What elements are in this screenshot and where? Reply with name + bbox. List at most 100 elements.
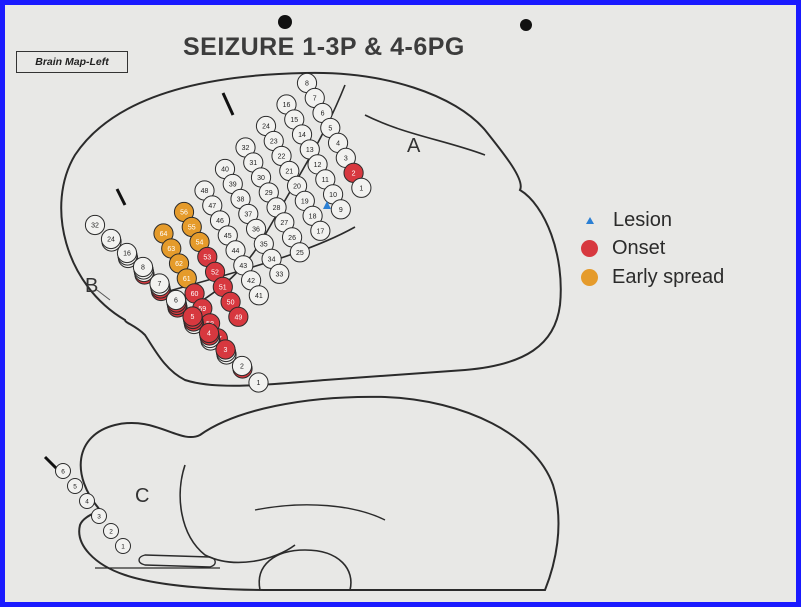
electrode-number: 23 [270,138,278,145]
region-label-b: B [85,275,98,298]
electrode-number: 6 [321,110,325,117]
electrode-number: 64 [160,231,168,238]
electrode-number: 41 [255,293,263,300]
electrode-number: 40 [221,167,229,174]
legend-item-early-spread: Early spread [581,266,724,289]
corpus-callosum [255,505,385,520]
electrode-number: 6 [61,469,65,476]
electrode-number: 35 [260,241,268,248]
electrode-number: 16 [283,102,291,109]
grid-a-electrode: 1 [352,178,371,197]
strip-c-electrode: 5 [68,479,83,494]
grid-b-electrode: 32 [85,215,104,234]
strip-c-electrode: 4 [80,494,95,509]
electrode-number: 1 [359,185,363,192]
electrode-number: 10 [329,192,337,199]
electrode-number: 36 [252,226,260,233]
grid-b-electrode: 8 [133,257,152,276]
strip-c-electrode: 6 [56,464,71,479]
region-label-c: C [135,485,149,508]
electrode-number: 15 [290,117,298,124]
electrode-number: 31 [249,160,257,167]
legend-label-early-spread: Early spread [612,266,724,289]
electrode-number: 26 [288,235,296,242]
electrode-number: 56 [180,210,188,217]
electrode-number: 53 [203,254,211,261]
electrode-number: 49 [234,314,242,321]
electrode-number: 60 [191,291,199,298]
electrode-number: 39 [229,181,237,188]
electrode-number: 43 [239,263,247,270]
grid-b-electrode: 3 [216,340,235,359]
electrode-number: 1 [121,544,125,551]
electrode-number: 12 [314,162,322,169]
cerebellum-outline [180,465,295,562]
grid-b-electrode: 5 [183,307,202,326]
electrode-number: 51 [219,284,227,291]
electrode-number: 25 [296,250,304,257]
electrode-number: 24 [262,124,270,131]
medial-brain-outline [79,397,558,590]
electrode-number: 5 [73,484,77,491]
grid-b-electrode: 2 [232,356,251,375]
electrode-number: 34 [268,256,276,263]
strip-c-electrode: 1 [116,539,131,554]
electrode-number: 4 [336,140,340,147]
electrode-number: 33 [275,271,283,278]
grid-a-electrode: 41 [249,286,268,305]
electrode-number: 7 [158,281,162,288]
electrode-tail [223,93,233,115]
electrode-number: 19 [301,198,309,205]
electrode-number: 24 [107,237,115,244]
electrode-number: 27 [280,220,288,227]
electrode-number: 2 [109,529,113,536]
region-label-a: A [407,135,420,158]
electrode-number: 30 [257,175,265,182]
electrode-number: 55 [188,224,196,231]
electrode-number: 54 [196,239,204,246]
grid-b-electrode: 24 [101,229,120,248]
electrode-number: 45 [224,233,232,240]
electrode-number: 2 [352,170,356,177]
electrode-number: 14 [298,132,306,139]
electrode-number: 1 [257,380,261,387]
sylvian-fissure [365,115,485,155]
electrode-number: 46 [216,218,224,225]
electrode-number: 52 [211,269,219,276]
electrode-number: 5 [328,125,332,132]
electrode-number: 4 [85,499,89,506]
electrode-number: 22 [278,153,286,160]
electrode-number: 3 [224,347,228,354]
electrode-number: 18 [309,213,317,220]
grid-b-electrode: 6 [166,290,185,309]
electrode-number: 5 [191,314,195,321]
lesion-triangle-icon [586,217,594,224]
electrode-tail [117,189,125,205]
legend-label-lesion: Lesion [613,209,672,232]
electrode-number: 50 [227,299,235,306]
punch-hole [278,15,292,29]
electrode-number: 32 [242,145,250,152]
legend-item-lesion: Lesion [581,209,672,232]
legend-item-onset: Onset [581,237,665,260]
electrode-number: 11 [322,177,329,184]
brain-map-label: Brain Map-Left [16,51,128,73]
onset-dot-icon [581,240,598,257]
grid-a-electrode: 9 [331,200,350,219]
grid-b-electrode: 16 [117,243,136,262]
electrode-number: 48 [201,188,209,195]
electrode-strip-c: 6 5 432 1 [56,464,131,554]
electrode-number: 6 [174,298,178,305]
grid-b-electrode: 1 [249,373,268,392]
grid-a-electrode: 25 [290,243,309,262]
early-spread-dot-icon [581,269,598,286]
page-title: SEIZURE 1-3P & 4-6PG [183,33,465,62]
electrode-number: 44 [232,248,240,255]
electrode-number: 4 [207,331,211,338]
electrode-number: 8 [141,265,145,272]
electrode-number: 2 [240,364,244,371]
electrode-number: 21 [285,168,293,175]
grid-a-electrode: 33 [270,264,289,283]
legend-label-onset: Onset [612,237,665,260]
strip-c-electrode: 3 [92,509,107,524]
